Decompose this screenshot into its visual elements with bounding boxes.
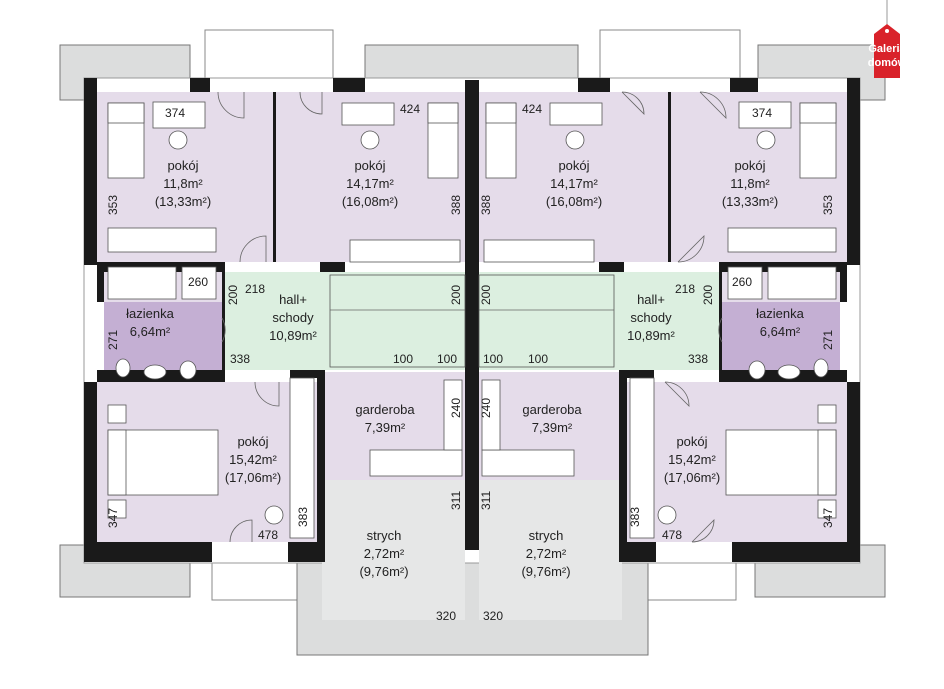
- stairs: [329, 274, 615, 368]
- dimension-d-100-d: 100: [528, 352, 548, 366]
- logo-tag: Galeria domów: [868, 0, 907, 78]
- dimension-d-424-r: 424: [522, 102, 542, 116]
- room-label-hall-r-1: schody: [630, 310, 672, 325]
- room-label-hall-l-0: hall+: [279, 292, 307, 307]
- dimension-d-424-l: 424: [400, 102, 420, 116]
- room-label-pokoj-tcl-1: 14,17m²: [346, 176, 394, 191]
- room-label-lazienka-r-1: 6,64m²: [760, 324, 801, 339]
- dimension-d-100-b: 100: [437, 352, 457, 366]
- dimension-d-260-l: 260: [188, 275, 208, 289]
- dimension-d-218-r: 218: [675, 282, 695, 296]
- fill-hall-l: [225, 272, 465, 370]
- dimension-d-338-l: 338: [230, 352, 250, 366]
- dimension-d-383-l: 383: [296, 507, 310, 527]
- room-label-hall-l-2: 10,89m²: [269, 328, 317, 343]
- room-label-garderoba-l-0: garderoba: [355, 402, 415, 417]
- dimension-d-100-a: 100: [393, 352, 413, 366]
- dimension-d-100-c: 100: [483, 352, 503, 366]
- room-label-lazienka-l-0: łazienka: [126, 306, 174, 321]
- dimension-d-374-l: 374: [165, 106, 185, 120]
- room-label-pokoj-tr-0: pokój: [734, 158, 765, 173]
- dimension-d-353-r: 353: [821, 195, 835, 215]
- dimension-d-260-r: 260: [732, 275, 752, 289]
- dimension-d-218-l: 218: [245, 282, 265, 296]
- fill-strych-r: [479, 480, 622, 620]
- room-label-pokoj-tl-0: pokój: [167, 158, 198, 173]
- dimension-d-347-r: 347: [821, 508, 835, 528]
- room-label-strych-l-0: strych: [367, 528, 402, 543]
- room-label-hall-r-2: 10,89m²: [627, 328, 675, 343]
- dimension-d-383-r: 383: [628, 507, 642, 527]
- dimension-d-347-l: 347: [106, 508, 120, 528]
- room-label-pokoj-tr-1: 11,8m²: [730, 176, 770, 191]
- dimension-d-271-l: 271: [106, 330, 120, 350]
- fill-strych-l: [322, 480, 465, 620]
- logo-line1: Galeria: [868, 43, 906, 55]
- dimension-d-271-r: 271: [821, 330, 835, 350]
- room-label-pokoj-tl-1: 11,8m²: [163, 176, 203, 191]
- dimension-d-200-c: 200: [479, 285, 493, 305]
- room-label-pokoj-bl-1: 15,42m²: [229, 452, 277, 467]
- room-label-hall-r-0: hall+: [637, 292, 665, 307]
- dimension-d-338-r: 338: [688, 352, 708, 366]
- dimension-d-388-r: 388: [479, 195, 493, 215]
- room-label-garderoba-r-1: 7,39m²: [532, 420, 573, 435]
- dimension-d-320-r: 320: [483, 609, 503, 623]
- room-label-strych-r-1: 2,72m²: [526, 546, 567, 561]
- room-label-garderoba-r-0: garderoba: [522, 402, 582, 417]
- dimension-d-240-r: 240: [479, 398, 493, 418]
- dimension-d-374-r: 374: [752, 106, 772, 120]
- dimension-d-388-l: 388: [449, 195, 463, 215]
- dimension-labels: 374 424 424 374 353 388 388 353 260 260 218 218 200 2…: [106, 102, 835, 623]
- room-label-pokoj-tcr-2: (16,08m²): [546, 194, 602, 209]
- room-label-strych-l-2: (9,76m²): [359, 564, 408, 579]
- room-label-pokoj-br-1: 15,42m²: [668, 452, 716, 467]
- room-label-pokoj-bl-0: pokój: [237, 434, 268, 449]
- room-label-pokoj-tcl-2: (16,08m²): [342, 194, 398, 209]
- logo-icon: [874, 24, 900, 78]
- room-label-lazienka-l-1: 6,64m²: [130, 324, 171, 339]
- furniture: [107, 101, 837, 539]
- dimension-d-240-l: 240: [449, 398, 463, 418]
- dimension-d-478-r: 478: [662, 528, 682, 542]
- room-label-pokoj-br-0: pokój: [676, 434, 707, 449]
- dimension-d-200-a: 200: [226, 285, 240, 305]
- room-label-garderoba-l-1: 7,39m²: [365, 420, 406, 435]
- room-label-lazienka-r-0: łazienka: [756, 306, 804, 321]
- dimension-d-320-l: 320: [436, 609, 456, 623]
- fill-hall-r: [479, 272, 719, 370]
- room-label-pokoj-tcl-0: pokój: [354, 158, 385, 173]
- room-label-hall-l-1: schody: [272, 310, 314, 325]
- room-label-pokoj-tcr-1: 14,17m²: [550, 176, 598, 191]
- balcony-top-left: [204, 29, 334, 81]
- terrace-top-center: [364, 44, 579, 79]
- dimension-d-311-l: 311: [449, 491, 463, 510]
- balcony-top-right: [599, 29, 741, 81]
- room-label-pokoj-tl-2: (13,33m²): [155, 194, 211, 209]
- dimension-d-200-b: 200: [449, 285, 463, 305]
- doors: [217, 91, 727, 543]
- room-label-strych-r-0: strych: [529, 528, 564, 543]
- room-label-pokoj-br-2: (17,06m²): [664, 470, 720, 485]
- dimension-d-311-r: 311: [479, 491, 493, 510]
- room-labels: pokój 11,8m² (13,33m²) pokój 14,17m² (16,08m²…: [126, 158, 804, 579]
- room-label-strych-l-1: 2,72m²: [364, 546, 405, 561]
- room-label-strych-r-2: (9,76m²): [521, 564, 570, 579]
- dimension-d-478-l: 478: [258, 528, 278, 542]
- room-label-pokoj-tr-2: (13,33m²): [722, 194, 778, 209]
- dimension-d-353-l: 353: [106, 195, 120, 215]
- room-label-pokoj-bl-2: (17,06m²): [225, 470, 281, 485]
- logo-line2: domów: [868, 57, 907, 69]
- dimension-d-200-d: 200: [701, 285, 715, 305]
- room-label-pokoj-tcr-0: pokój: [558, 158, 589, 173]
